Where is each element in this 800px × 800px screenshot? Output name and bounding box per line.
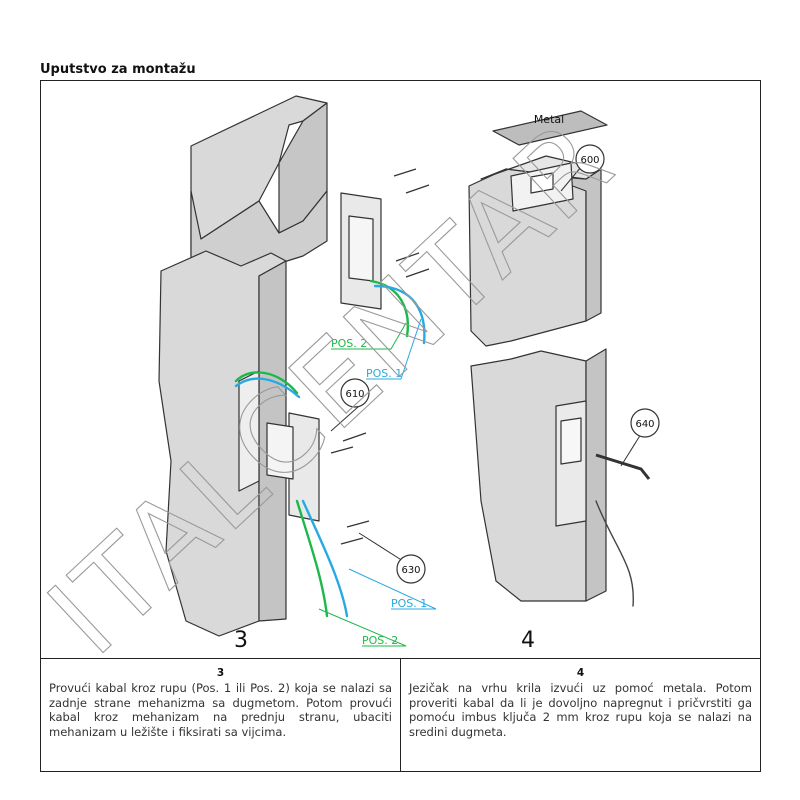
instruction-cell-4: 4 Jezičak na vrhu krila izvući uz pomoć … <box>400 659 760 771</box>
cable-green-down <box>295 499 329 618</box>
metal-bar <box>492 110 608 146</box>
right-lower-profile-edge <box>585 348 607 602</box>
instruction-text: Provući kabal kroz rupu (Pos. 1 ili Pos.… <box>49 681 392 739</box>
screw-3 <box>395 252 420 262</box>
instruction-text: Jezičak na vrhu krila izvući uz pomoć me… <box>409 681 752 739</box>
label-metal: Metal <box>534 113 564 126</box>
step-number-left: 3 <box>234 628 248 653</box>
upper-mechanism-body <box>348 215 374 282</box>
step-number-right: 4 <box>521 628 535 653</box>
screw-7 <box>346 520 370 528</box>
cable-blue-through <box>234 377 301 399</box>
label-pos1-top: POS. 1 <box>366 367 402 380</box>
label-600: 600 <box>580 155 599 166</box>
pointer-pos2-bottom <box>318 608 407 647</box>
assembly-figure: 600 610 640 630 Metal POS. 2 POS. 1 POS.… <box>40 80 761 659</box>
callout-640 <box>630 408 660 438</box>
callout-600 <box>575 144 605 174</box>
pointer-pos1-bottom <box>348 568 437 610</box>
label-610: 610 <box>345 389 364 400</box>
allen-key-640 <box>595 453 651 480</box>
pointer-pos1-top <box>366 318 422 380</box>
right-mechanism-button <box>560 417 582 465</box>
cable-green-upper <box>369 279 409 338</box>
instruction-number: 3 <box>216 667 225 679</box>
screw-4 <box>405 268 430 278</box>
screw-1 <box>393 168 417 177</box>
callout-630 <box>396 554 426 584</box>
label-640: 640 <box>635 419 654 430</box>
instruction-cell-3: 3 Provući kabal kroz rupu (Pos. 1 ili Po… <box>41 659 400 771</box>
label-630: 630 <box>401 565 420 576</box>
cable-green-through <box>234 371 299 395</box>
label-pos1-bottom: POS. 1 <box>391 597 427 610</box>
mechanism-610-body <box>266 422 294 480</box>
screw-6 <box>330 446 354 454</box>
screw-5 <box>342 432 367 442</box>
cable-blue-upper <box>373 284 426 345</box>
cable-grey <box>595 500 634 607</box>
label-pos2-top: POS. 2 <box>331 337 367 350</box>
assembly-illustration: 600 610 640 630 Metal POS. 2 POS. 1 POS.… <box>158 95 660 653</box>
lower-profile-cutout <box>238 370 260 492</box>
mechanism-610-plate <box>288 412 320 522</box>
label-pos2-bottom: POS. 2 <box>362 634 398 647</box>
pointer-pos2-top <box>331 322 407 350</box>
instructions-table: 3 Provući kabal kroz rupu (Pos. 1 ili Po… <box>40 659 761 772</box>
instruction-number: 4 <box>576 667 585 679</box>
document-title: Uputstvo za montažu <box>40 62 196 77</box>
latch-tongue <box>530 172 554 194</box>
callout-610 <box>340 378 370 408</box>
screw-2 <box>405 184 430 194</box>
screw-8 <box>340 537 364 545</box>
pointer-630 <box>358 532 404 562</box>
cable-blue-down <box>301 499 349 618</box>
